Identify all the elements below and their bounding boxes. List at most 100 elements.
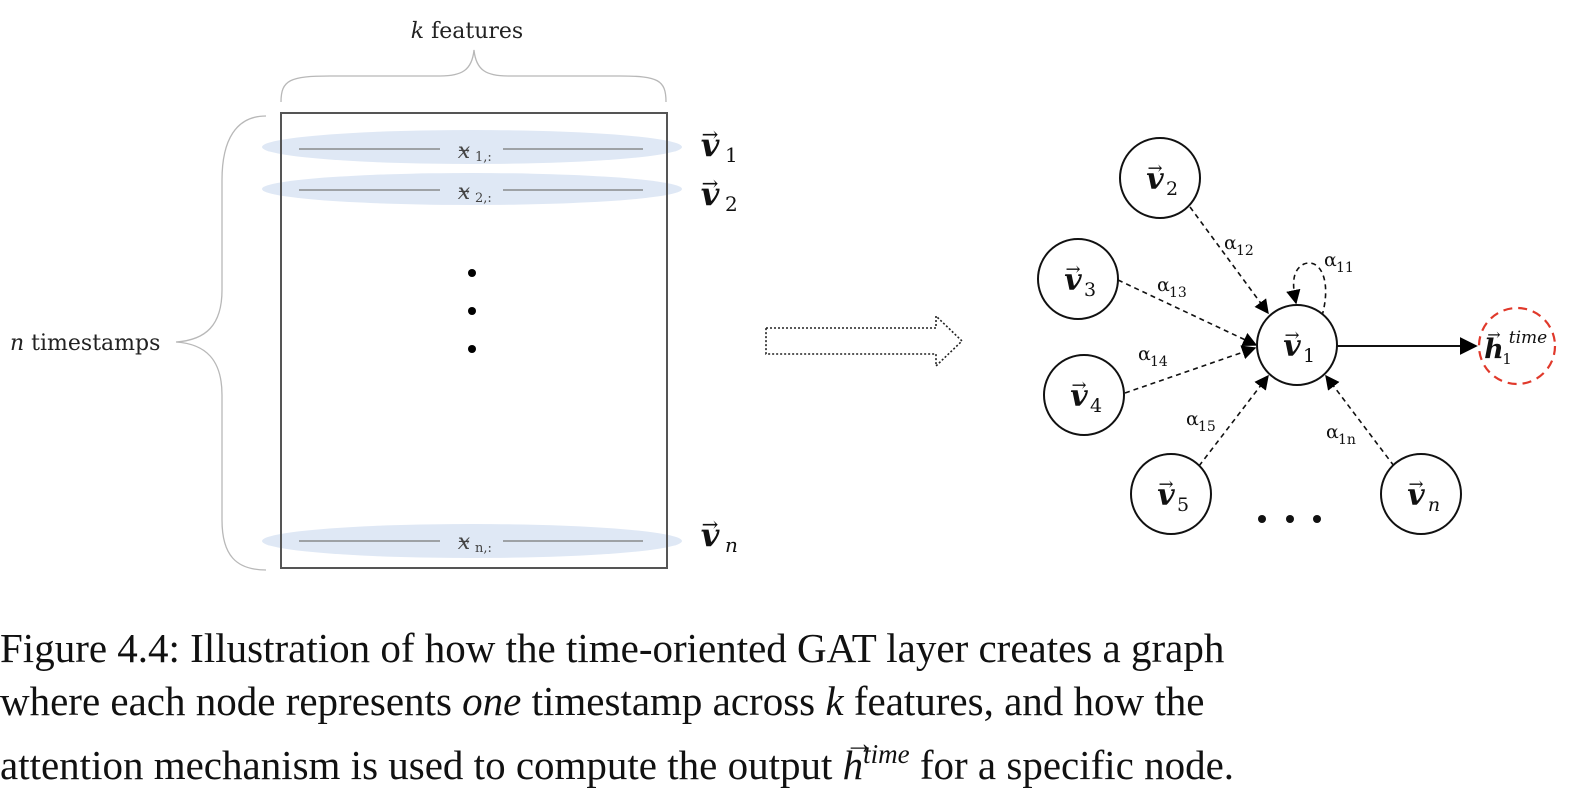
- edge-v4-v1: [1124, 345, 1257, 394]
- svg-text:v: v: [701, 126, 720, 164]
- svg-text:12: 12: [1236, 243, 1254, 259]
- left-label: n timestamps: [10, 331, 160, 356]
- svg-text:v: v: [1070, 379, 1088, 414]
- svg-text:v: v: [1407, 478, 1425, 513]
- top-label: k features: [411, 19, 523, 44]
- svg-text:2: 2: [725, 192, 738, 216]
- edge-v5-v1: [1198, 374, 1269, 467]
- svg-text:→: →: [702, 122, 719, 146]
- svg-text:2,:: 2,:: [475, 191, 492, 206]
- svg-text:3: 3: [1084, 279, 1096, 301]
- matrix-box: [280, 112, 668, 569]
- node-v2: [1119, 137, 1201, 219]
- transform-arrow-icon: [765, 314, 964, 368]
- svg-text:→: →: [1071, 375, 1086, 396]
- attention-graph: → v 2 → v 3 → v 4 → v 1 → v 5: [1037, 137, 1557, 535]
- svg-text:→: →: [702, 512, 719, 536]
- node-v2-label: → v 2: [1146, 158, 1178, 200]
- svg-text:11: 11: [1336, 260, 1354, 276]
- svg-text:→: →: [1487, 325, 1500, 344]
- node-v3-label: → v 3: [1064, 259, 1096, 301]
- svg-text:→: →: [1284, 325, 1299, 346]
- edge-v3-v1: [1117, 279, 1258, 346]
- node-v5: [1130, 453, 1212, 535]
- row-band-n: [262, 524, 682, 558]
- svg-text:x: x: [458, 139, 471, 164]
- svg-text:v: v: [701, 516, 720, 554]
- svg-text:v: v: [1146, 162, 1164, 197]
- node-output: [1477, 306, 1557, 386]
- svg-text:1: 1: [1502, 350, 1512, 368]
- figure-caption: Figure 4.4: Illustration of how the time…: [0, 622, 1582, 792]
- svg-text:v: v: [1064, 263, 1082, 298]
- v-label-2: → v 2: [701, 171, 738, 216]
- svg-text:h: h: [1484, 334, 1504, 365]
- node-vn: [1380, 453, 1462, 535]
- svg-text:α: α: [1324, 249, 1337, 271]
- svg-text:→: →: [458, 534, 470, 550]
- row-label-1: → x 1,:: [458, 139, 492, 165]
- svg-text:→: →: [1147, 158, 1162, 179]
- svg-text:n: n: [1428, 494, 1440, 516]
- h-time-symbol: →h: [842, 727, 875, 788]
- svg-text:15: 15: [1198, 419, 1216, 435]
- svg-text:v: v: [1283, 329, 1301, 364]
- v-label-1: → v 1: [701, 122, 738, 167]
- feature-matrix: k features n timestamps → x 1,: → x 2,: …: [10, 19, 738, 571]
- node-v3: [1037, 238, 1119, 320]
- svg-text:→: →: [1408, 474, 1423, 495]
- node-v5-label: → v 5: [1157, 474, 1189, 516]
- graph-ellipsis: [1258, 515, 1321, 523]
- svg-text:→: →: [458, 184, 470, 200]
- edge-v2-v1: [1189, 206, 1269, 315]
- caption-line-2: where each node represents one timestamp…: [0, 678, 1205, 724]
- svg-text:α: α: [1326, 421, 1339, 443]
- svg-text:5: 5: [1177, 494, 1189, 516]
- node-v4: [1043, 354, 1125, 436]
- caption-line-3: attention mechanism is used to compute t…: [0, 727, 1582, 792]
- gat-figure: k features n timestamps → x 1,: → x 2,: …: [10, 19, 1557, 571]
- svg-text:1: 1: [725, 143, 738, 167]
- svg-text:x: x: [458, 180, 471, 205]
- svg-text:n,:: n,:: [475, 541, 492, 556]
- svg-text:→: →: [1065, 259, 1080, 280]
- node-v4-label: → v 4: [1070, 375, 1102, 417]
- v-label-n: → v n: [701, 512, 738, 557]
- vertical-ellipsis: [468, 269, 476, 353]
- svg-text:n: n: [725, 533, 738, 557]
- row-band-2: [262, 173, 682, 205]
- svg-text:14: 14: [1150, 354, 1168, 370]
- svg-text:4: 4: [1090, 395, 1102, 417]
- node-v1: [1256, 304, 1338, 386]
- svg-text:→: →: [702, 171, 719, 195]
- svg-text:1,:: 1,:: [475, 150, 492, 165]
- row-label-2: → x 2,:: [458, 180, 492, 206]
- svg-text:1n: 1n: [1338, 432, 1356, 448]
- svg-text:→: →: [1158, 474, 1173, 495]
- svg-text:x: x: [458, 530, 471, 555]
- node-v1-label: → v 1: [1283, 325, 1315, 367]
- svg-text:v: v: [701, 175, 720, 213]
- row-band-1: [262, 130, 682, 164]
- svg-text:1: 1: [1303, 345, 1315, 367]
- svg-text:α: α: [1157, 274, 1170, 296]
- svg-text:v: v: [1157, 478, 1175, 513]
- svg-text:→: →: [458, 143, 470, 159]
- node-output-label: → h 1 time: [1484, 325, 1547, 368]
- svg-text:α: α: [1138, 343, 1151, 365]
- svg-text:13: 13: [1169, 285, 1187, 301]
- svg-text:α: α: [1224, 232, 1237, 254]
- edge-vn-v1: [1325, 374, 1395, 467]
- svg-text:time: time: [1509, 328, 1547, 348]
- row-label-n: → x n,:: [458, 530, 492, 556]
- svg-text:α: α: [1186, 408, 1199, 430]
- left-brace: [175, 115, 267, 571]
- self-loop: [1286, 262, 1327, 317]
- svg-text:2: 2: [1166, 178, 1178, 200]
